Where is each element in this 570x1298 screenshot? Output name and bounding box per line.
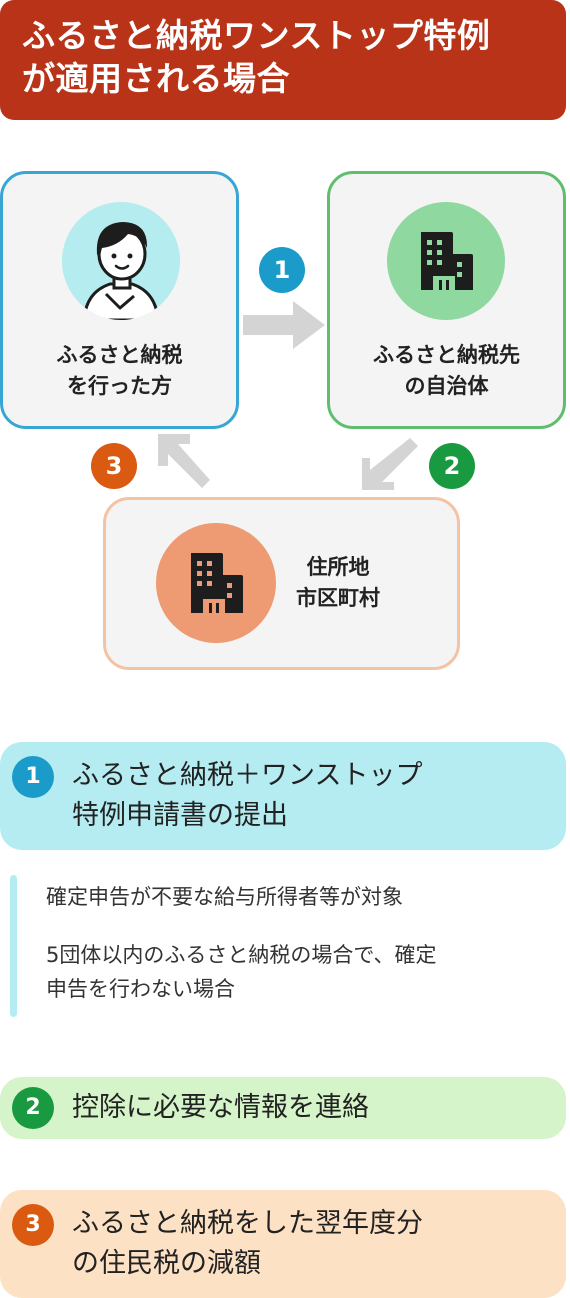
building-icon	[156, 523, 276, 643]
step-3-badge: 3	[12, 1204, 54, 1246]
step-3-line-2: の住民税の減額	[72, 1248, 261, 1279]
destination-label-line-1: ふるさと納税先	[373, 343, 520, 367]
person-icon	[62, 202, 180, 320]
step-1-badge: 1	[12, 756, 54, 798]
taxpayer-label: ふるさと納税 を行った方	[3, 340, 236, 402]
step-1-line-2: 特例申請書の提出	[72, 800, 288, 831]
step-2-line-1: 控除に必要な情報を連絡	[72, 1092, 369, 1123]
step-2-card: 2 控除に必要な情報を連絡	[0, 1077, 566, 1139]
note-item: 5団体以内のふるさと納税の場合で、確定 申告を行わない場合	[46, 938, 437, 1006]
arrow-down-left-icon	[362, 438, 418, 490]
arrow-right-icon	[243, 301, 325, 349]
note-2-line-1: 5団体以内のふるさと納税の場合で、確定	[46, 943, 437, 967]
note-2-line-2: 申告を行わない場合	[46, 977, 235, 1001]
destination-label: ふるさと納税先 の自治体	[330, 340, 563, 402]
step-2-text: 控除に必要な情報を連絡	[72, 1088, 369, 1128]
step-1-line-1: ふるさと納税＋ワンストップ	[72, 760, 423, 791]
step-1-card: 1 ふるさと納税＋ワンストップ 特例申請書の提出	[0, 742, 566, 850]
note-item: 確定申告が不要な給与所得者等が対象	[46, 880, 403, 914]
step-3-card: 3 ふるさと納税をした翌年度分 の住民税の減額	[0, 1190, 566, 1298]
resident-municipality-label: 住所地 市区町村	[296, 552, 380, 614]
notes-accent-bar	[10, 875, 17, 1017]
flow-step-2-badge: 2	[429, 443, 475, 489]
title-line-1: ふるさと納税ワンストップ特例	[22, 16, 491, 55]
step-3-text: ふるさと納税をした翌年度分 の住民税の減額	[72, 1204, 423, 1284]
resident-label-line-1: 住所地	[306, 555, 370, 579]
destination-node: ふるさと納税先 の自治体	[327, 171, 566, 429]
taxpayer-label-line-2: を行った方	[67, 374, 172, 398]
step-2-badge: 2	[12, 1087, 54, 1129]
title-banner: ふるさと納税ワンストップ特例 が適用される場合	[0, 0, 566, 120]
title-line-2: が適用される場合	[22, 59, 290, 98]
flow-step-1-badge: 1	[259, 247, 305, 293]
destination-label-line-2: の自治体	[404, 374, 489, 398]
flow-step-3-badge: 3	[91, 443, 137, 489]
arrow-up-left-icon	[158, 434, 210, 488]
step-3-line-1: ふるさと納税をした翌年度分	[72, 1208, 423, 1239]
resident-label-line-2: 市区町村	[296, 586, 380, 610]
step-1-text: ふるさと納税＋ワンストップ 特例申請書の提出	[72, 756, 422, 836]
building-icon	[387, 202, 505, 320]
note-1-line-1: 確定申告が不要な給与所得者等が対象	[46, 885, 403, 909]
resident-municipality-node: 住所地 市区町村	[103, 497, 460, 670]
taxpayer-label-line-1: ふるさと納税	[56, 343, 183, 367]
taxpayer-node: ふるさと納税 を行った方	[0, 171, 239, 429]
